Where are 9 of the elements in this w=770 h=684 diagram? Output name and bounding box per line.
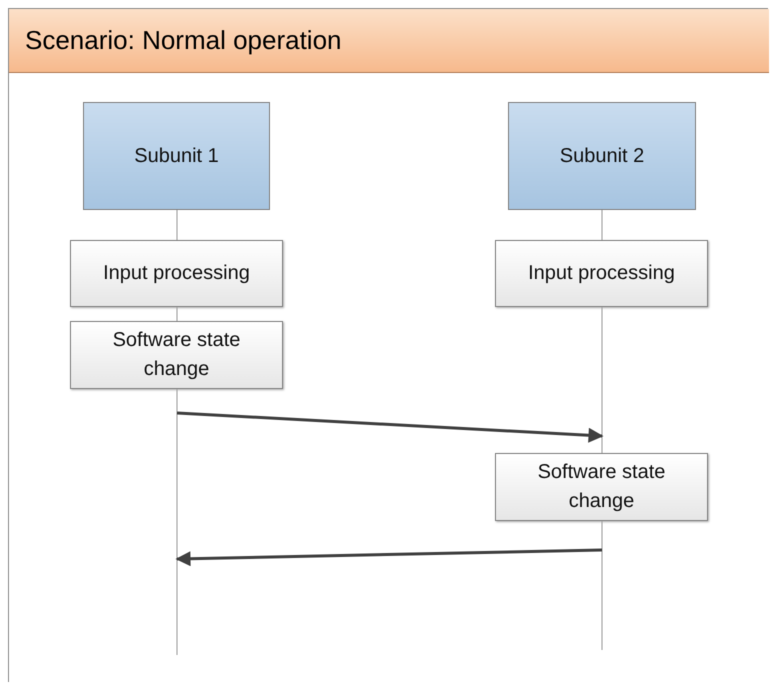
lifeline-header: Subunit 1: [83, 102, 270, 210]
message-arrow: [176, 412, 604, 443]
title-banner: Scenario: Normal operation: [9, 9, 769, 73]
process-box: Software state change: [495, 453, 708, 521]
process-box: Input processing: [70, 240, 283, 307]
process-box: Software state change: [70, 321, 283, 389]
message-arrow: [176, 548, 602, 566]
process-box: Input processing: [495, 240, 708, 307]
lifeline-header: Subunit 2: [508, 102, 696, 210]
